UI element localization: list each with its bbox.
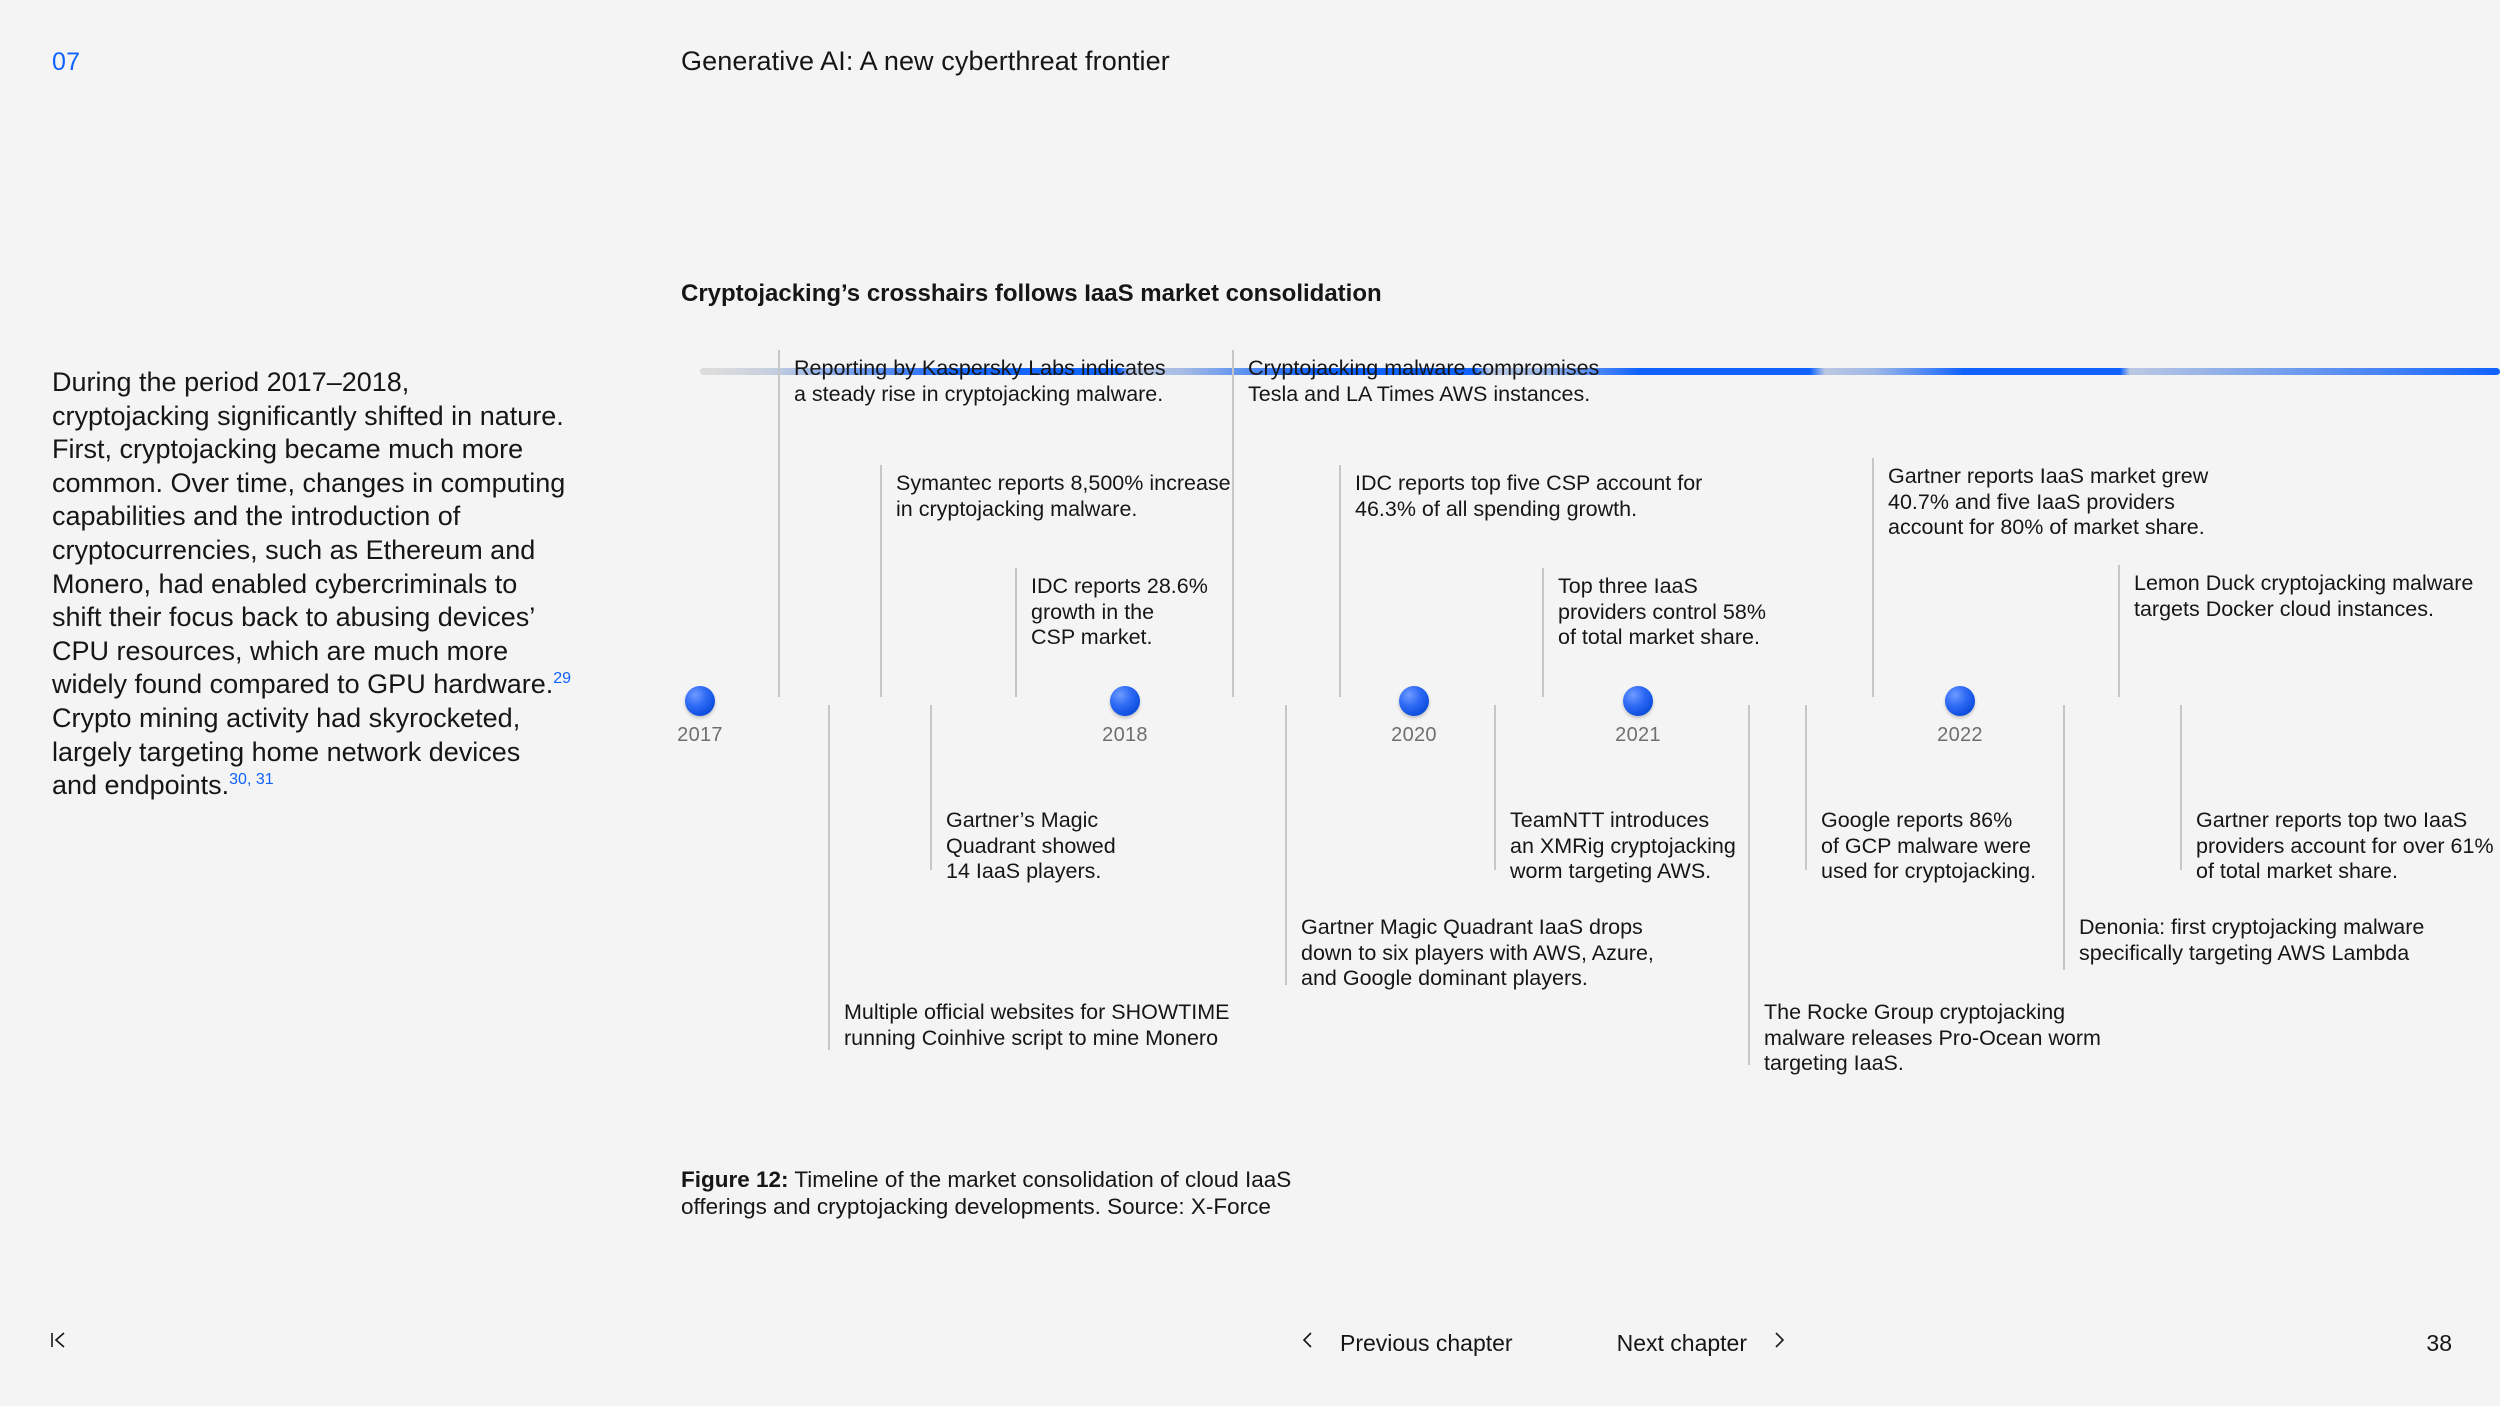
- timeline-connector-below-7: [2180, 705, 2182, 870]
- timeline-annotation-below-2: TeamNTT introduces an XMRig cryptojackin…: [1510, 808, 1736, 883]
- timeline-annotation-below-6: Denonia: first cryptojacking malware spe…: [2079, 915, 2425, 965]
- chapter-number: 07: [52, 48, 81, 76]
- timeline-year-label-2022: 2022: [1937, 724, 1983, 746]
- timeline-connector-above-0: [778, 350, 780, 697]
- timeline-node-2021[interactable]: [1623, 686, 1653, 716]
- timeline-annotation-below-5: The Rocke Group cryptojacking malware re…: [1764, 1000, 2101, 1075]
- timeline-annotation-above-0: Reporting by Kaspersky Labs indicates a …: [794, 356, 1166, 406]
- skip-to-start-icon[interactable]: [48, 1329, 70, 1358]
- timeline-node-2017[interactable]: [685, 686, 715, 716]
- timeline-year-label-2021: 2021: [1615, 724, 1661, 746]
- figure-caption: Figure 12: Timeline of the market consol…: [681, 1167, 1381, 1220]
- timeline-annotation-above-6: Gartner reports IaaS market grew 40.7% a…: [1888, 464, 2209, 539]
- figure-caption-text: Timeline of the market consolidation of …: [681, 1167, 1292, 1219]
- timeline-connector-above-5: [1542, 568, 1544, 697]
- figure-title: Cryptojacking’s crosshairs follows IaaS …: [681, 280, 1382, 307]
- timeline-annotation-above-3: Cryptojacking malware compromises Tesla …: [1248, 356, 1600, 406]
- timeline-node-2018[interactable]: [1110, 686, 1140, 716]
- timeline-node-2020[interactable]: [1399, 686, 1429, 716]
- timeline-connector-above-7: [2118, 565, 2120, 697]
- body-paragraph-part1: During the period 2017–2018, cryptojacki…: [52, 367, 566, 700]
- figure-caption-label: Figure 12:: [681, 1167, 789, 1192]
- timeline-connector-above-1: [880, 465, 882, 697]
- chapter-navigation: Previous chapter Next chapter: [1290, 1329, 1797, 1357]
- timeline-connector-below-4: [1805, 705, 1807, 870]
- timeline-year-label-2018: 2018: [1102, 724, 1148, 746]
- timeline-annotation-below-0: Gartner’s Magic Quadrant showed 14 IaaS …: [946, 808, 1116, 883]
- timeline-year-label-2020: 2020: [1391, 724, 1437, 746]
- chevron-right-icon[interactable]: [1761, 1329, 1797, 1357]
- timeline-axis-progress: [700, 368, 2500, 375]
- chevron-left-icon[interactable]: [1290, 1329, 1326, 1357]
- timeline-annotation-above-2: IDC reports 28.6% growth in the CSP mark…: [1031, 574, 1208, 649]
- timeline-annotation-above-1: Symantec reports 8,500% increase in cryp…: [896, 471, 1231, 521]
- timeline-annotation-below-4: Google reports 86% of GCP malware were u…: [1821, 808, 2037, 883]
- body-paragraph-part2: Crypto mining activity had skyrocketed, …: [52, 702, 521, 801]
- page-title: Generative AI: A new cyberthreat frontie…: [681, 46, 1170, 76]
- timeline-node-2022[interactable]: [1945, 686, 1975, 716]
- timeline-annotation-above-5: Top three IaaS providers control 58% of …: [1558, 574, 1766, 649]
- timeline-connector-above-3: [1232, 350, 1234, 697]
- timeline-connector-below-5: [1748, 705, 1750, 1065]
- timeline-connector-below-0: [930, 705, 932, 870]
- page-number: 38: [2426, 1330, 2452, 1356]
- timeline-annotation-above-7: Lemon Duck cryptojacking malware targets…: [2134, 571, 2474, 621]
- timeline-connector-above-4: [1339, 465, 1341, 697]
- timeline-annotation-above-4: IDC reports top five CSP account for 46.…: [1355, 471, 1703, 521]
- timeline-connector-above-6: [1872, 458, 1874, 697]
- body-paragraph: During the period 2017–2018, cryptojacki…: [52, 366, 572, 803]
- timeline-connector-above-2: [1015, 568, 1017, 697]
- previous-chapter-button[interactable]: Previous chapter: [1340, 1329, 1513, 1356]
- footnote-ref-30-31[interactable]: 30, 31: [229, 771, 274, 789]
- timeline-connector-below-2: [1494, 705, 1496, 870]
- timeline-annotation-below-3: Gartner Magic Quadrant IaaS drops down t…: [1301, 915, 1654, 990]
- timeline-annotation-below-7: Gartner reports top two IaaS providers a…: [2196, 808, 2494, 883]
- timeline-connector-below-1: [828, 705, 830, 1050]
- timeline-annotation-below-1: Multiple official websites for SHOWTIME …: [844, 1000, 1230, 1050]
- timeline-connector-below-3: [1285, 705, 1287, 985]
- timeline-year-label-2017: 2017: [677, 724, 723, 746]
- timeline-connector-below-6: [2063, 705, 2065, 970]
- footnote-ref-29[interactable]: 29: [553, 670, 572, 688]
- next-chapter-button[interactable]: Next chapter: [1616, 1329, 1747, 1356]
